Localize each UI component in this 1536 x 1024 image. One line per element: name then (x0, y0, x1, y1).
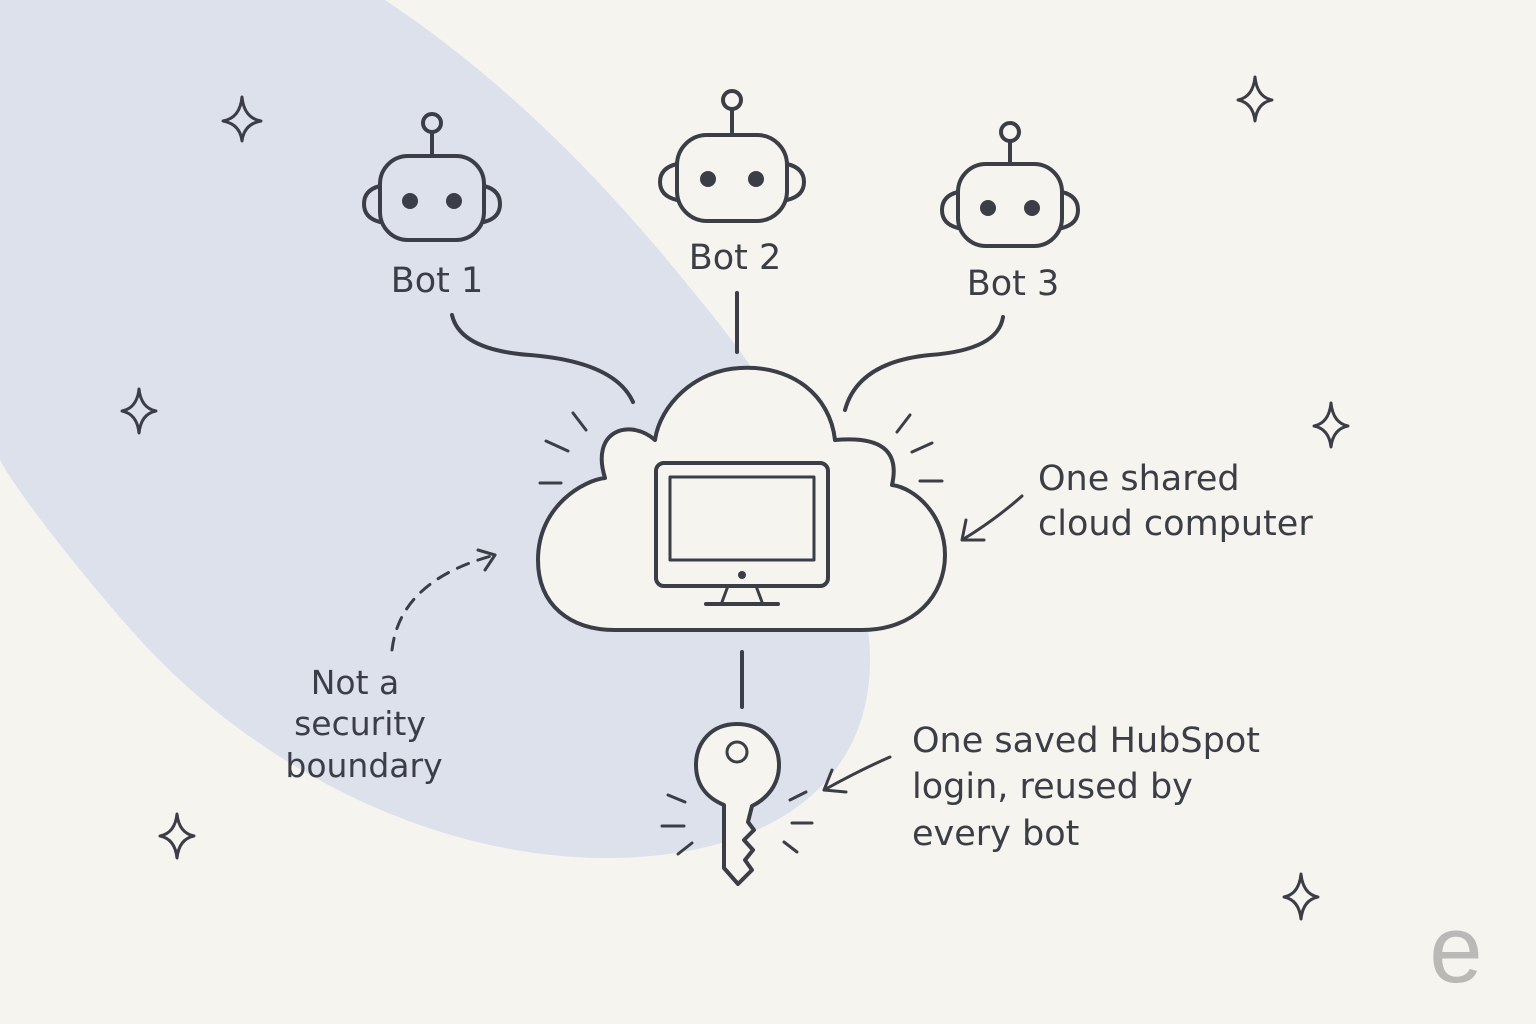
glow-lines (660, 790, 814, 856)
arrow-icon (822, 755, 892, 794)
bot-label: Bot 3 (967, 264, 1060, 304)
monitor-icon (654, 461, 830, 606)
sparkle-icon (1282, 872, 1320, 921)
boundary-annotation-line: Not a (311, 663, 400, 702)
arrow-icon (960, 494, 1024, 542)
cloud-annotation-line: One shared (1038, 459, 1240, 499)
bot-label: Bot 1 (391, 261, 484, 301)
bot-label: Bot 2 (689, 238, 782, 278)
key-annotation-line: One saved HubSpot (912, 721, 1260, 761)
key-annotation-line: every bot (912, 814, 1079, 854)
glow-lines (538, 411, 944, 485)
logo-letter: e (1429, 896, 1482, 1003)
sparkle-icon (221, 95, 263, 143)
arrow-head (476, 548, 497, 572)
cloud-annotation-line: cloud computer (1038, 504, 1313, 544)
key-icon (694, 722, 781, 886)
robot-icon (362, 112, 502, 242)
boundary-annotation-line: boundary (285, 746, 442, 785)
sparkle-icon (120, 387, 158, 435)
connector-line (450, 313, 635, 404)
sparkle-icon (158, 812, 196, 860)
background-blob (0, 0, 870, 859)
boundary-annotation-line: security (294, 704, 426, 743)
key-annotation-line: login, reused by (912, 767, 1193, 807)
robot-icon (658, 89, 806, 223)
dashed-arrow-icon (390, 553, 497, 652)
sparkle-icon (1312, 401, 1350, 449)
connector-line (843, 315, 1005, 412)
sparkle-icon (1236, 75, 1274, 123)
robot-icon (940, 121, 1080, 248)
